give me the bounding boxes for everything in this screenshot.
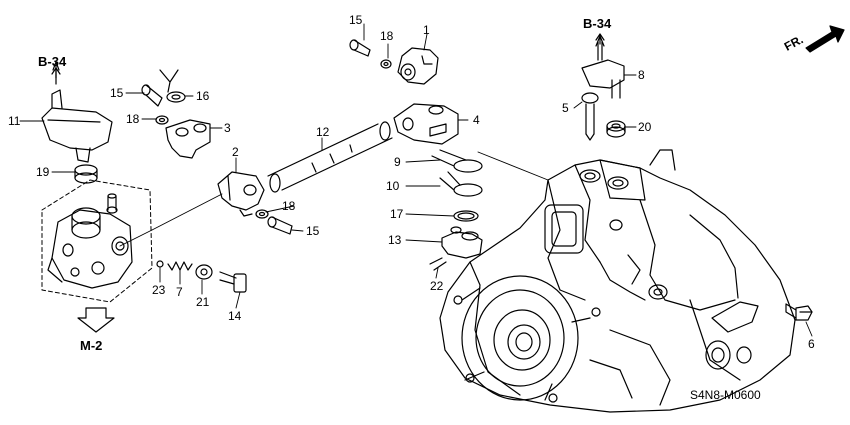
b34-up-arrow-icon-right [595,33,605,45]
part-label-5[interactable]: 5 [562,101,569,115]
shift-lever-11 [41,61,113,163]
shaft-12 [267,121,393,193]
leader-lines [19,23,813,337]
pin-22 [429,257,447,271]
part-label-17[interactable]: 17 [390,207,404,221]
ref-b34-left[interactable]: B-34 [38,54,67,69]
part-label-2[interactable]: 2 [232,145,239,159]
part-label-3[interactable]: 3 [224,121,231,135]
bolt-14 [219,271,247,293]
lever-2 [217,171,265,217]
part-label-18-right[interactable]: 18 [282,199,296,213]
diagram-code: S4N8-M0600 [690,388,761,402]
transmission-case [439,149,796,413]
bracket-4 [393,103,459,145]
spring-9 [431,149,483,173]
part-label-21[interactable]: 21 [196,295,210,309]
spring-7 [167,261,193,271]
part-label-13[interactable]: 13 [388,233,402,247]
detent-13 [441,226,483,259]
bolt-5 [581,92,599,141]
part-label-6[interactable]: 6 [808,337,815,351]
bolt-15-top [349,39,371,57]
ref-m2[interactable]: M-2 [80,338,103,353]
selector-1 [397,47,439,85]
part-label-15-top[interactable]: 15 [349,13,363,27]
ring-17 [453,210,479,222]
collar-19 [74,164,98,184]
part-label-12[interactable]: 12 [316,125,330,139]
spring-10 [439,171,483,197]
ball-23 [156,260,164,268]
bolt-15-upper-left [141,69,179,107]
part-label-16[interactable]: 16 [196,89,210,103]
part-label-1[interactable]: 1 [423,23,430,37]
washer-18-right [255,209,269,219]
part-label-14[interactable]: 14 [228,309,242,323]
ref-b34-right[interactable]: B-34 [583,16,612,31]
part-label-18-left[interactable]: 18 [126,112,140,126]
plug-6 [785,303,813,321]
front-direction-arrow-icon [805,25,845,53]
b34-up-arrow-icon-left [51,67,61,79]
part-label-19[interactable]: 19 [36,165,50,179]
washer-21 [195,264,213,280]
part-label-8[interactable]: 8 [638,68,645,82]
m2-down-arrow-icon [77,307,115,333]
sensor-8 [581,35,625,99]
washer-18-top [380,59,392,69]
part-label-15-upper-left[interactable]: 15 [110,86,124,100]
shift-housing-group [41,179,153,303]
part-label-15-mid[interactable]: 15 [306,224,320,238]
part-label-4[interactable]: 4 [473,113,480,127]
part-label-22[interactable]: 22 [430,279,444,293]
part-label-11[interactable]: 11 [8,114,21,128]
part-label-23[interactable]: 23 [152,283,166,297]
washer-18-left [155,115,169,125]
bolt-15-mid [267,216,293,235]
part-label-10[interactable]: 10 [386,179,400,193]
part-label-7[interactable]: 7 [176,285,183,299]
bracket-3 [165,119,211,159]
part-label-20[interactable]: 20 [638,120,652,134]
part-label-9[interactable]: 9 [394,155,401,169]
seal-20 [606,120,626,138]
part-label-18-top[interactable]: 18 [380,29,394,43]
washer-16 [166,91,186,103]
